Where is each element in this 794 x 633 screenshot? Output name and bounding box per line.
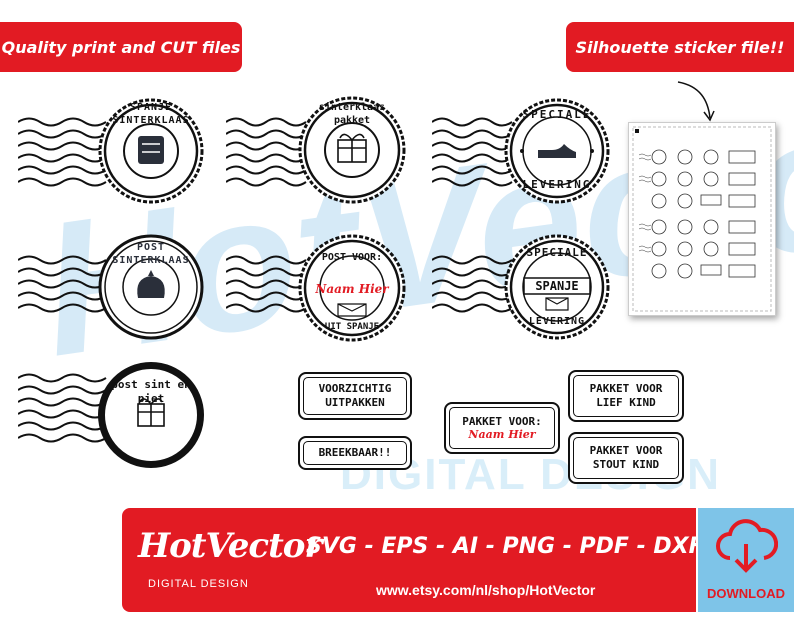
postmark-waves-5 [226,255,307,313]
stamp-7-text: post sint en piet [111,378,191,405]
banner-quality-print: Quality print and CUT files [0,22,242,72]
stamp-6-top: SPECIALE [526,246,588,259]
stamp-1-text: SPANJE SINTERKLAAS [112,102,190,126]
label-voorzichtig-line1: VOORZICHTIG [318,382,392,396]
label-lief-line1: PAKKET VOOR [589,382,663,396]
stamp-2-text: sinterklaas pakket [318,102,386,126]
label-stout-kind: PAKKET VOOR STOUT KIND [568,432,684,484]
footer-logo-subtitle: DIGITAL DESIGN [148,578,249,590]
label-pakket-voor-name: Naam Hier [468,428,536,442]
sticker-sheet-preview [628,122,776,316]
label-lief-kind: PAKKET VOOR LIEF KIND [568,370,684,422]
stamp-sinterklaas-pakket: sinterklaas pakket [298,96,406,204]
label-breekbaar-text: BREEKBAAR!! [318,446,392,460]
stamp-spanje-sinterklaas: SPANJE SINTERKLAAS [98,98,204,204]
postmark-waves-6 [432,255,513,313]
label-pakket-voor-naam: PAKKET VOOR: Naam Hier [444,402,560,454]
label-stout-line1: PAKKET VOOR [589,444,663,458]
stamp-speciale-spanje: SPECIALE SPANJE LEVERING [504,234,610,340]
label-breekbaar: BREEKBAAR!! [298,436,412,470]
banner-silhouette: Silhouette sticker file!! [566,22,794,72]
label-voorzichtig-line2: UITPAKKEN [325,396,385,409]
footer-file-formats: SVG - EPS - AI - PNG - PDF - DXF [306,534,704,559]
footer-logo: HotVector [138,526,322,566]
stamp-5-bottom: UIT SPANJE [324,322,380,332]
stamp-5-top: POST VOOR: [321,252,383,263]
label-stout-line2: STOUT KIND [592,458,660,471]
cloud-download-icon [716,519,778,573]
postmark-waves-4 [18,255,107,313]
postmark-waves-1 [18,117,107,187]
postmark-waves-2 [226,117,307,187]
footer-shop-url: www.etsy.com/nl/shop/HotVector [376,582,596,598]
stamp-post-sint-en-piet: post sint en piet [96,360,206,470]
label-voorzichtig-uitpakken: VOORZICHTIG UITPAKKEN [298,372,412,420]
stamp-6-middle: SPANJE [535,279,579,293]
stamp-3-bottom: LEVERING [522,178,592,191]
download-label: DOWNLOAD [707,586,785,601]
footer-bar [122,508,696,612]
sticker-sheet-grid [632,126,772,312]
download-panel[interactable]: DOWNLOAD [698,508,794,612]
stamp-post-sinterklaas: POST SINTERKLAAS [98,234,204,340]
stamp-post-voor-naam: POST VOOR: Naam Hier UIT SPANJE [298,234,406,342]
postmark-waves-7 [18,373,107,443]
stamp-4-text: POST SINTERKLAAS [112,242,190,266]
stamp-6-bottom: LEVERING [528,316,586,327]
postmark-waves-3 [432,117,513,187]
curved-arrow-icon [677,81,715,122]
label-lief-line2: LIEF KIND [596,396,656,409]
stamp-5-name: Naam Hier [315,282,389,296]
label-pakket-voor-line1: PAKKET VOOR: [462,414,542,428]
stamp-speciale-levering-shoe: SPECIALE LEVERING [504,98,610,204]
stamp-3-top: SPECIALE [522,108,592,121]
